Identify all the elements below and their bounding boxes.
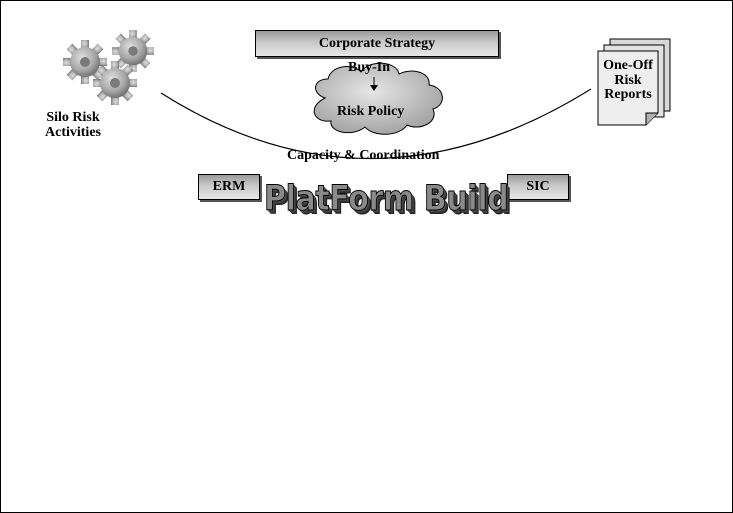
silo-label-line2: Activities [45,124,101,140]
platform-build-banner: PlatForm Build [264,179,510,220]
stacked-documents-icon [597,38,671,126]
reports-label-line3: Reports [604,87,652,103]
one-off-risk-reports-label: One-Off Risk Reports [598,58,658,103]
corporate-strategy-box: Corporate Strategy [255,30,499,57]
reports-label-line2: Risk [614,72,642,88]
erm-box: ERM [198,174,260,200]
gears-icon [63,30,154,105]
connector-arc [160,88,592,160]
cloud-shape [313,62,443,135]
reports-label-line1: One-Off [603,58,653,73]
silo-label-line1: Silo Risk [46,110,100,125]
buy-in-arrow [370,77,378,91]
capacity-coordination-label: Capacity & Coordination [287,148,440,163]
sic-box: SIC [507,174,569,200]
risk-policy-label: Risk Policy [337,104,405,119]
buy-in-label: Buy-In [348,60,391,75]
silo-risk-activities-label: Silo Risk Activities [33,110,113,140]
